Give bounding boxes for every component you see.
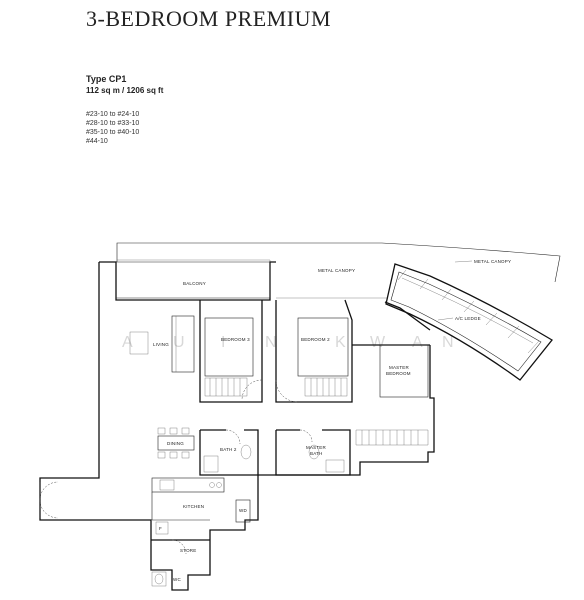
watermark-letter: W: [370, 334, 387, 351]
living-furniture: [129, 315, 195, 373]
watermark-letter: A: [412, 334, 425, 351]
master-bath-label-line2: BATH: [310, 451, 322, 456]
watermark: A U I N K W A N: [122, 334, 456, 351]
unit-range: #35-10 to #40-10: [86, 129, 140, 136]
unit-area: 112 sq m / 1206 sq ft: [86, 86, 164, 95]
watermark-letter: I: [221, 334, 227, 351]
curved-ledge: [385, 263, 553, 381]
store-wc: [151, 539, 210, 587]
bedroom-2-label: BEDROOM 2: [301, 337, 330, 342]
exterior-walls: [39, 261, 435, 591]
ac-ledge-label: A/C LEDGE: [455, 316, 481, 321]
entrance: [39, 481, 59, 519]
bedroom-2: [275, 299, 353, 403]
master-bath: [275, 429, 351, 476]
bath-2: [199, 429, 259, 476]
watermark-letter: A: [122, 334, 135, 351]
unit-range: #23-10 to #24-10: [86, 111, 140, 118]
metal-canopy-top-label: METAL CANOPY: [318, 268, 355, 273]
unit-range: #44-10: [86, 138, 108, 145]
watermark-letter: N: [265, 334, 279, 351]
balcony-railing: [116, 261, 271, 299]
master-bedroom: [352, 344, 430, 446]
master-bedroom-label-line2: BEDROOM: [386, 371, 411, 376]
fridge-label: F: [159, 526, 162, 531]
dining-set: [157, 427, 195, 459]
living-label: LIVING: [153, 342, 169, 347]
dining-label: DINING: [167, 441, 184, 446]
page-title: 3-BEDROOM PREMIUM: [86, 6, 332, 31]
watermark-letter: N: [442, 334, 456, 351]
unit-type: Type CP1: [86, 74, 127, 84]
room-labels: METAL CANOPY METAL CANOPY BALCONY LIVING…: [153, 259, 511, 582]
master-bedroom-label-line1: MASTER: [389, 365, 410, 370]
unit-range: #28-10 to #33-10: [86, 120, 140, 127]
store-label: STORE: [180, 548, 196, 553]
unit-numbers-list: #23-10 to #24-10 #28-10 to #33-10 #35-10…: [86, 110, 139, 146]
watermark-letter: K: [335, 334, 348, 351]
bedroom-3: [199, 300, 263, 403]
master-bath-label-line1: MASTER: [306, 445, 327, 450]
bedroom-3-label: BEDROOM 3: [221, 337, 250, 342]
wc-label: WC: [173, 577, 181, 582]
metal-canopy-right-label: METAL CANOPY: [474, 259, 511, 264]
watermark-letter: U: [173, 334, 187, 351]
wd-label: WD: [239, 508, 247, 513]
kitchen-label: KITCHEN: [183, 504, 204, 509]
balcony-label: BALCONY: [183, 281, 206, 286]
bath-2-label: BATH 2: [220, 447, 237, 452]
kitchen: [151, 477, 251, 535]
